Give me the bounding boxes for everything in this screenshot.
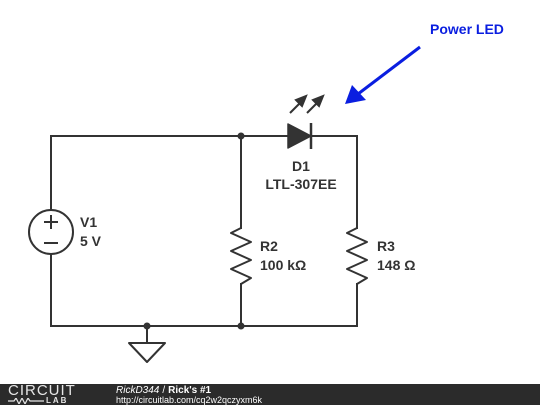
logo-subtext: LAB	[46, 396, 69, 405]
voltage-source-v1[interactable]	[28, 209, 74, 255]
credit-separator: /	[162, 385, 166, 396]
logo-wordmark: CIRCUIT	[8, 382, 76, 399]
circuit-credit: RickD344/Rick's #1	[116, 385, 211, 396]
junction-dot	[237, 322, 245, 330]
r3-ref: R3	[377, 238, 395, 254]
wire-bottom	[50, 283, 358, 327]
ground-symbol[interactable]	[128, 326, 166, 363]
footer-bar: CIRCUIT LAB RickD344/Rick's #1 http://ci…	[0, 382, 540, 405]
r2-value: 100 kΩ	[260, 257, 306, 273]
junction-dot	[237, 132, 245, 140]
annotation-label: Power LED	[430, 21, 504, 37]
resistor-r3[interactable]	[346, 227, 368, 285]
r3-value: 148 Ω	[377, 257, 415, 273]
light-emission-arrows	[289, 94, 325, 114]
resistor-r2[interactable]	[230, 227, 252, 285]
wire-d1-to-r3	[311, 135, 358, 229]
d1-ref: D1	[292, 158, 310, 174]
resistor-logo-icon	[8, 398, 44, 404]
v1-ref: V1	[80, 214, 97, 230]
led-d1[interactable]	[287, 123, 313, 149]
r2-ref: R2	[260, 238, 278, 254]
d1-value: LTL-307EE	[265, 176, 336, 192]
v1-value: 5 V	[80, 233, 102, 249]
circuit-title[interactable]: Rick's #1	[168, 385, 212, 396]
author-link[interactable]: RickD344	[116, 385, 160, 396]
annotation-arrow	[345, 45, 421, 104]
circuit-url[interactable]: http://circuitlab.com/cq2w2qczyxm6k	[116, 395, 263, 405]
